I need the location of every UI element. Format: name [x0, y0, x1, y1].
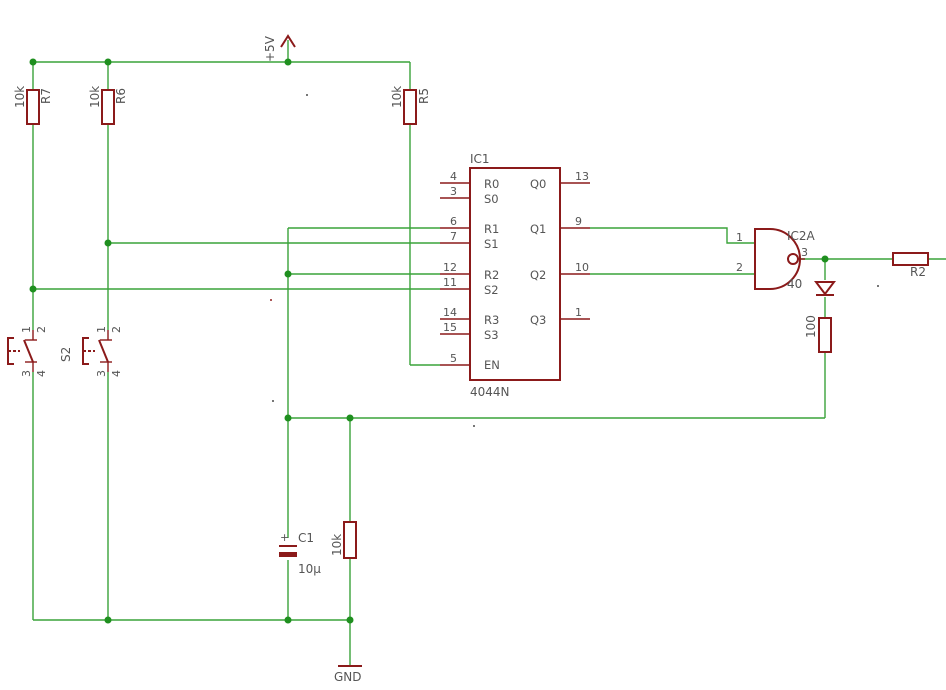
r5-value: 10k: [390, 86, 404, 108]
junction-dot: [104, 239, 112, 247]
gate-name: IC2A: [787, 229, 816, 243]
ic1-pin-name: Q2: [530, 268, 546, 282]
ic1-pin-name: EN: [484, 358, 500, 372]
r7-value: 10k: [13, 86, 27, 108]
junction-dot: [29, 285, 37, 293]
switch-right: 1 2 3 4: [82, 326, 123, 377]
supply-symbol: +5V: [263, 34, 296, 62]
switch-pin: 4: [110, 370, 123, 377]
ic1-name: IC1: [470, 152, 490, 166]
ic1-pin-number: 9: [575, 215, 582, 228]
r6-value: 10k: [88, 86, 102, 108]
ic1-pin-number: 7: [450, 230, 457, 243]
ic1-pin-name: R0: [484, 177, 499, 191]
stray-marks: [270, 94, 879, 427]
ic1-pin-name: S0: [484, 192, 499, 206]
ic1-pin-number: 14: [443, 306, 457, 319]
junction-dot: [284, 616, 292, 624]
r6-name: R6: [114, 88, 128, 104]
junction-dot: [104, 58, 112, 66]
ic1-pin-name: Q0: [530, 177, 546, 191]
switch-left: 1 2 3 4 S2: [7, 326, 73, 377]
r7-name: R7: [39, 88, 53, 104]
junction-dot: [346, 616, 354, 624]
gate-pin-number: 1: [736, 231, 743, 244]
junction-dot: [29, 58, 37, 66]
ic1-pin-name: R3: [484, 313, 499, 327]
ic1-part: 4044N: [470, 385, 510, 399]
ic1-pin-name: S2: [484, 283, 499, 297]
junction-dot: [104, 616, 112, 624]
resistor-gnd: 10k: [330, 521, 357, 559]
gate-pin-number: 2: [736, 261, 743, 274]
ic1-pin-name: S3: [484, 328, 499, 342]
ic1-pin-number: 10: [575, 261, 589, 274]
capacitor-c1: + C1 10µ: [279, 531, 321, 576]
rled-value: 100: [804, 315, 818, 338]
nand-gate-ic2a: IC2A 40 1 2 3: [736, 228, 816, 291]
resistor-led: 100: [804, 315, 832, 353]
switch-name: S2: [59, 347, 73, 362]
capacitor-value: 10µ: [298, 562, 321, 576]
r5-name: R5: [417, 88, 431, 104]
capacitor-polarity: +: [280, 531, 289, 544]
gate-part: 40: [787, 277, 802, 291]
switch-pin: 4: [35, 370, 48, 377]
ground-symbol: GND: [334, 665, 362, 684]
junction-dots: [29, 58, 829, 624]
wires: [32, 40, 946, 665]
ic1-pin-number: 5: [450, 352, 457, 365]
resistor-r2: R2: [892, 252, 929, 279]
ic1-pin-name: Q1: [530, 222, 546, 236]
junction-dot: [284, 270, 292, 278]
junction-dot: [821, 255, 829, 263]
junction-dot: [284, 58, 292, 66]
resistor-r5: 10k R5: [390, 86, 431, 125]
ic1-pin-number: 6: [450, 215, 457, 228]
switch-pin: 1: [95, 326, 108, 333]
ic1-pin-name: Q3: [530, 313, 546, 327]
ic1-pin-number: 3: [450, 185, 457, 198]
ic1-pin-name: S1: [484, 237, 499, 251]
ic1-pin-number: 1: [575, 306, 582, 319]
ic1-pin-number: 4: [450, 170, 457, 183]
switch-pin: 2: [110, 326, 123, 333]
ic1-pin-number: 15: [443, 321, 457, 334]
led: [814, 281, 836, 296]
resistor-r7: 10k R7: [13, 86, 53, 125]
ic1-pin-number: 12: [443, 261, 457, 274]
switch-pin: 2: [35, 326, 48, 333]
rgnd-value: 10k: [330, 534, 344, 556]
ic1-pin-name: R2: [484, 268, 499, 282]
ic1-pin-number: 11: [443, 276, 457, 289]
junction-dot: [346, 414, 354, 422]
ic1: IC1 4044N 4 3 6 7 12 11 14 15 5 R0 S0 R1…: [440, 152, 590, 399]
supply-label: +5V: [263, 35, 277, 62]
resistor-r6: 10k R6: [88, 86, 128, 125]
switch-pin: 1: [20, 326, 33, 333]
ic1-pin-number: 13: [575, 170, 589, 183]
switch-pin: 3: [20, 370, 33, 377]
switch-pin: 3: [95, 370, 108, 377]
capacitor-name: C1: [298, 531, 314, 545]
ic1-pin-name: R1: [484, 222, 499, 236]
r2-name: R2: [910, 265, 926, 279]
gate-pin-number: 3: [801, 246, 808, 259]
ground-label: GND: [334, 670, 362, 684]
junction-dot: [284, 414, 292, 422]
